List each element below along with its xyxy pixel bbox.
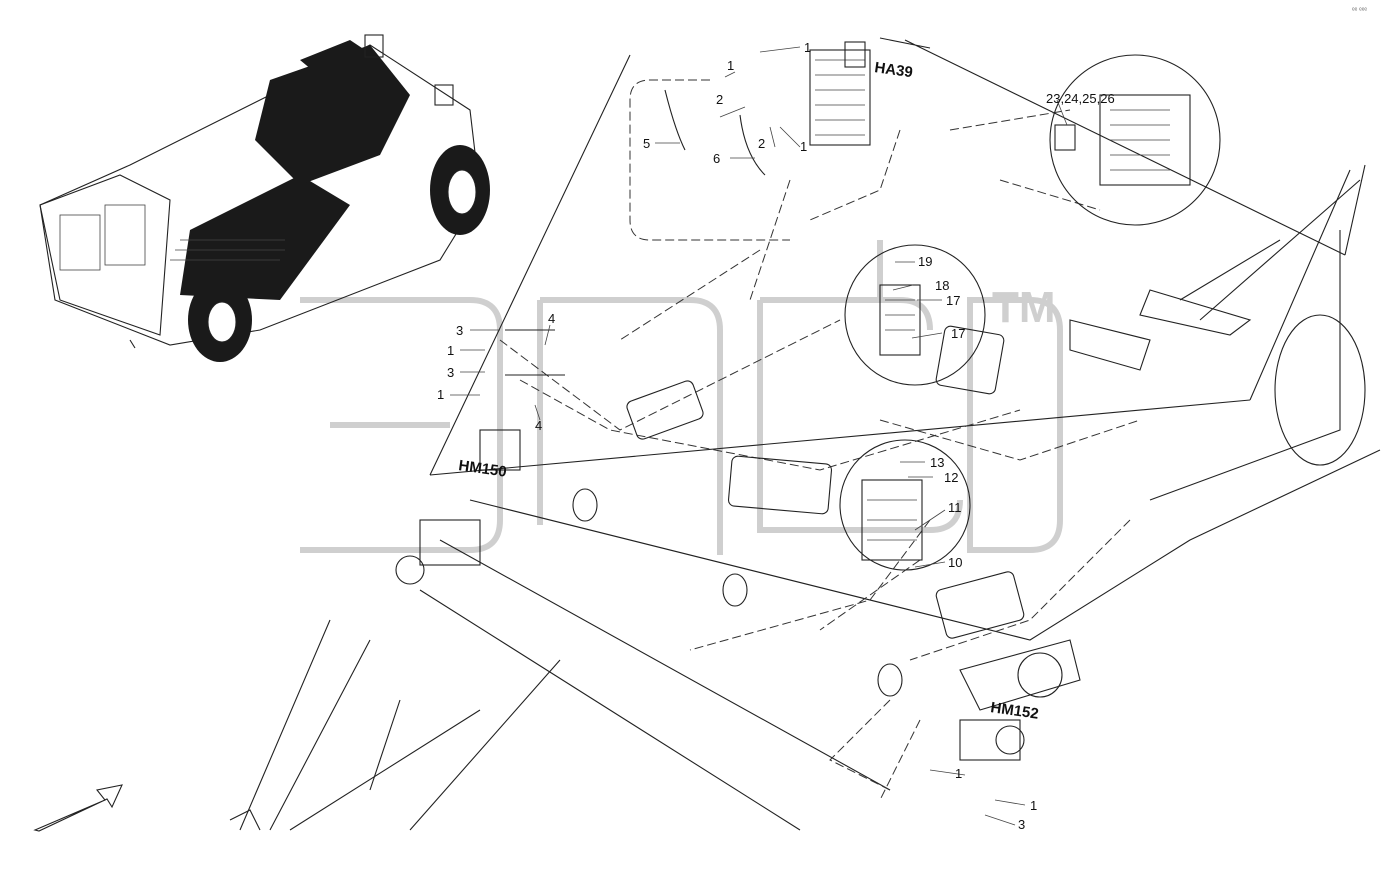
callout-17-a: 17	[946, 293, 960, 308]
rotor-wheels	[572, 488, 903, 697]
motor-hm150	[395, 429, 521, 585]
access-covers	[626, 325, 1025, 639]
callout-23-26: 23,24,25,26	[1046, 91, 1115, 106]
watermark-tm: TM	[992, 283, 1056, 332]
callout-3-a: 3	[456, 323, 463, 338]
callout-labels: 1 1 2 2 1 5 6 23,24,25,26 19 18 17 17 3 …	[437, 40, 1115, 832]
label-ha39: HA39	[873, 59, 913, 81]
callout-5: 5	[643, 136, 650, 151]
callout-1-bot-a: 1	[955, 766, 962, 781]
callout-17-b: 17	[951, 326, 965, 341]
callout-2-b: 2	[758, 136, 765, 151]
callout-12: 12	[944, 470, 958, 485]
machine-overview-illustration	[39, 34, 490, 362]
callout-18: 18	[935, 278, 949, 293]
manifold-block	[861, 479, 923, 561]
direction-arrow	[33, 784, 123, 832]
label-hm150: HM150	[457, 457, 507, 481]
detail-circle-pilot-block	[844, 244, 986, 386]
label-hm152: HM152	[989, 699, 1039, 723]
pilot-block	[879, 284, 921, 356]
callout-4-b: 4	[535, 418, 542, 433]
callout-6: 6	[713, 151, 720, 166]
callout-19: 19	[918, 254, 932, 269]
callout-3-bot: 3	[1018, 817, 1025, 832]
detail-circle-connectors	[1049, 54, 1221, 226]
connector-group	[1054, 94, 1191, 186]
callout-1-top: 1	[804, 40, 811, 55]
callout-13: 13	[930, 455, 944, 470]
hose-6	[739, 114, 766, 176]
hose-4	[505, 329, 565, 376]
valve-block-ha39	[809, 41, 871, 146]
frame-structure	[229, 37, 1381, 831]
callout-11: 11	[948, 500, 962, 515]
callout-10: 10	[948, 555, 962, 570]
callout-1-valve: 1	[800, 139, 807, 154]
callout-4-a: 4	[548, 311, 555, 326]
hydraulic-lines	[499, 79, 1141, 801]
callout-1-bot-b: 1	[1030, 798, 1037, 813]
callout-1-mid-b: 1	[437, 387, 444, 402]
detail-circle-manifold	[839, 439, 971, 571]
callout-2-a: 2	[716, 92, 723, 107]
corner-mark: ᵉᵉ ᵉᵉᵉ	[1352, 7, 1367, 14]
callout-1-mid-a: 1	[447, 343, 454, 358]
leader-lines	[450, 46, 1068, 826]
hose-5	[664, 89, 686, 151]
callout-1-top-b: 1	[727, 58, 734, 73]
callout-3-b: 3	[447, 365, 454, 380]
motor-hm152	[959, 719, 1025, 761]
